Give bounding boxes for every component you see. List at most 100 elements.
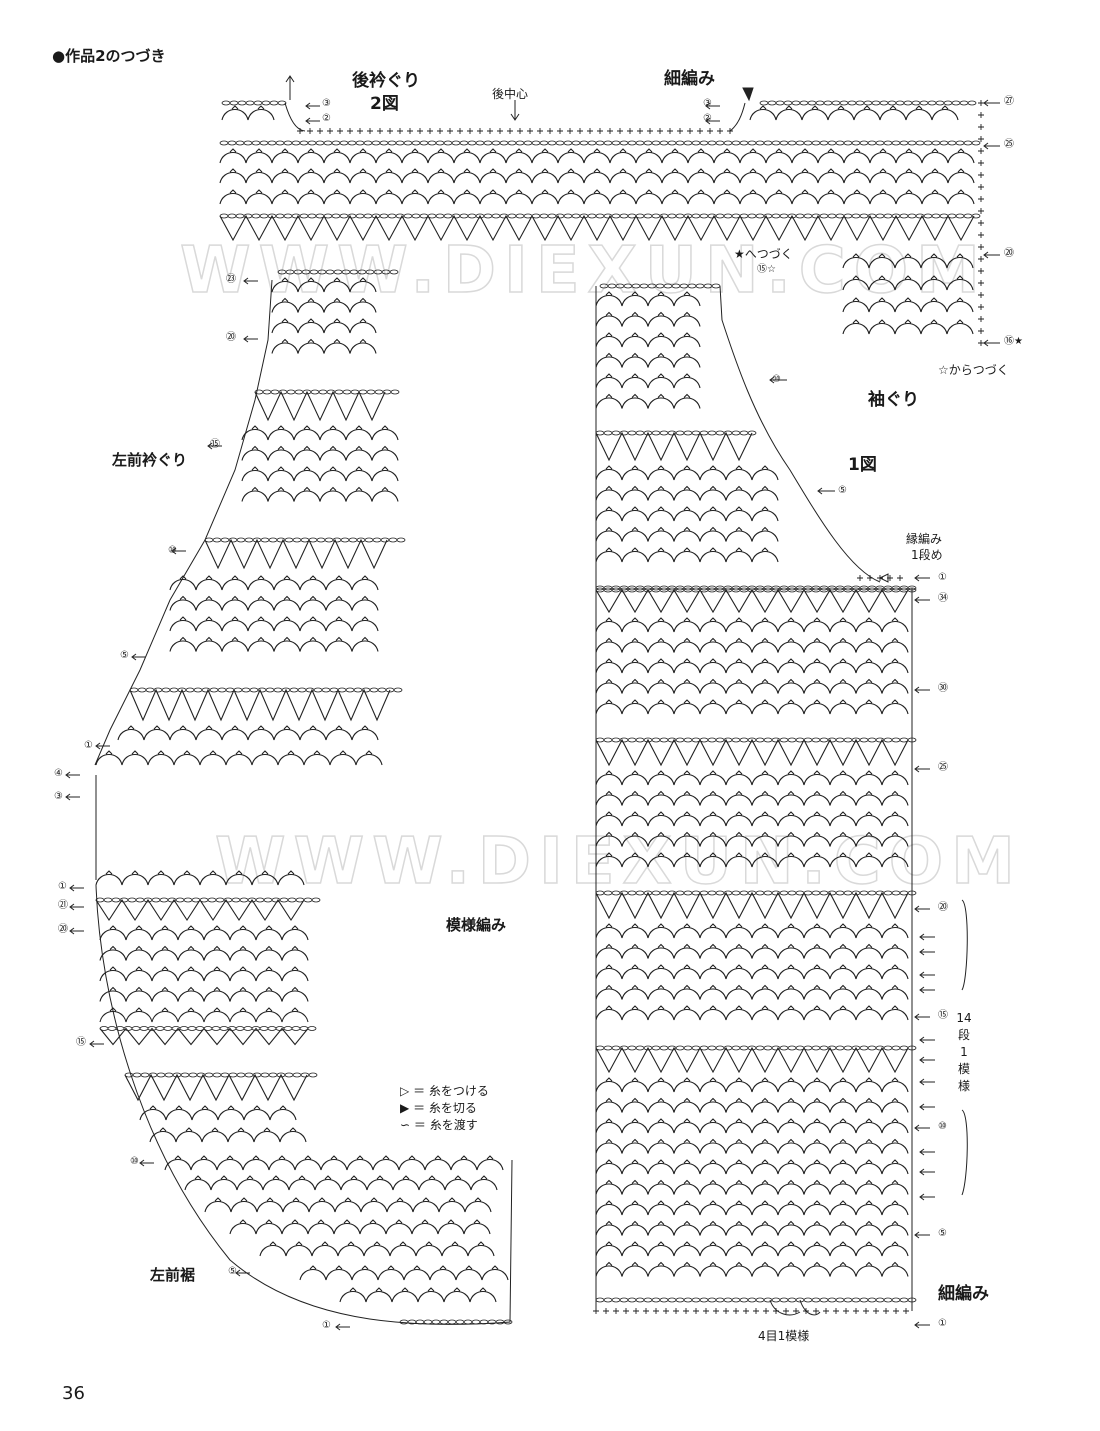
row-arrow [919,933,935,941]
legend-text: ＝ 糸を切る [413,1101,477,1115]
row-arrow [243,335,258,343]
edging-row-label: 1段め [911,548,943,562]
row-arrow [983,339,1000,347]
row-arrow [919,986,935,994]
shell-row [595,1200,909,1216]
row-number: ④ [54,768,63,779]
shell-row [595,373,701,389]
row-number: ㉕ [1004,139,1014,150]
row-arrow [983,251,1000,259]
single-crochet-row [593,1308,909,1314]
repeat-14-row-text: 14 [956,1011,972,1025]
row-arrow [919,1056,935,1064]
row-number: ㉞ [938,593,948,604]
shell-row [99,925,309,941]
shell-row [221,105,275,121]
repeat-14-rows-label: 14 段 1 模 様 [952,1010,976,1095]
chain-row [595,585,917,591]
row-arrow [69,884,84,892]
back-center-label: 後中心 [492,87,529,101]
chain-row [595,890,917,896]
shell-row [595,943,909,959]
chain-row [595,1045,917,1051]
row-arrow [69,903,84,911]
row-number: ① [322,1320,331,1331]
shell-row [164,1155,504,1171]
row-number: ⑩ [130,1156,139,1167]
shell-row [595,1097,909,1113]
neck-curve [284,102,746,132]
watermark-text: WWW.DIEXUN.COM [215,825,1023,899]
shell-row [259,1241,495,1257]
shell-row [169,595,379,611]
repeat-4-bracket [769,1299,821,1316]
left-front-hem-label: 左前裾 [150,1266,196,1284]
legend-item: ∽ ＝ 糸を渡す [400,1119,478,1131]
shell-row [271,318,377,334]
shell-row [595,465,779,481]
shell-row [169,616,379,632]
shell-row [595,831,909,847]
row-arrow [919,948,935,956]
shell-row [595,1241,909,1257]
row-number: ① [938,572,947,583]
shell-row [271,277,377,293]
stitch-layer [95,100,984,1325]
chain-row [599,283,721,289]
chain-row [219,140,981,146]
shell-row [595,1179,909,1195]
shell-row [241,466,399,482]
net-row [99,1027,309,1046]
shell-row [595,923,909,939]
row-arrow [171,547,186,555]
repeat-14-row-text: 段 [957,1028,970,1042]
chain-row [595,737,917,743]
continue-from-note: ☆からつづく [938,363,1009,377]
armhole-figure: 1図 [848,455,877,475]
left-front-neck-edge [94,279,273,766]
row-number: ② [322,113,331,124]
shell-row [99,966,309,982]
chain-row [254,389,400,395]
shell-row [219,189,975,205]
chain-row [95,897,321,903]
row-number: ⑮ [76,1037,86,1048]
repeat-14-row-text: 1 [960,1045,968,1059]
row-arrow [235,1269,250,1277]
row-arrow [305,102,320,110]
row-arrow [95,742,110,750]
shell-row [595,617,909,633]
edge-layer [94,102,968,1325]
repeat-14-row-text: 模 [957,1062,970,1076]
row-number: ① [938,1318,947,1329]
row-arrow [65,793,80,801]
shell-row [99,986,309,1002]
shell-row [595,506,779,522]
row-arrow [914,686,930,694]
shell-row [219,168,975,184]
shell-row [339,1287,497,1303]
shell-row [842,275,974,291]
shell-row [595,1220,909,1236]
row-number: ㉕ [938,762,948,773]
row-arrow [914,1124,930,1132]
shell-row [99,945,309,961]
shell-row [595,964,909,980]
net-row [129,688,391,722]
shell-row [595,1138,909,1154]
shell-row [842,319,974,335]
shell-row [299,1265,509,1281]
row-arrow [919,1103,935,1111]
row-number: ⑳ [58,924,68,935]
row-arrow [305,117,320,125]
shell-row [149,1127,307,1143]
row-arrow [919,1036,935,1044]
shell-row [595,984,909,1000]
row-number: ⑩ [168,545,177,556]
row-number: ⑤ [120,650,129,661]
shell-row [229,1219,491,1235]
carry-yarn-icon: ∽ [400,1118,411,1132]
row-number: ㉚ [938,683,948,694]
repeat-14-row-text: 様 [957,1079,970,1093]
